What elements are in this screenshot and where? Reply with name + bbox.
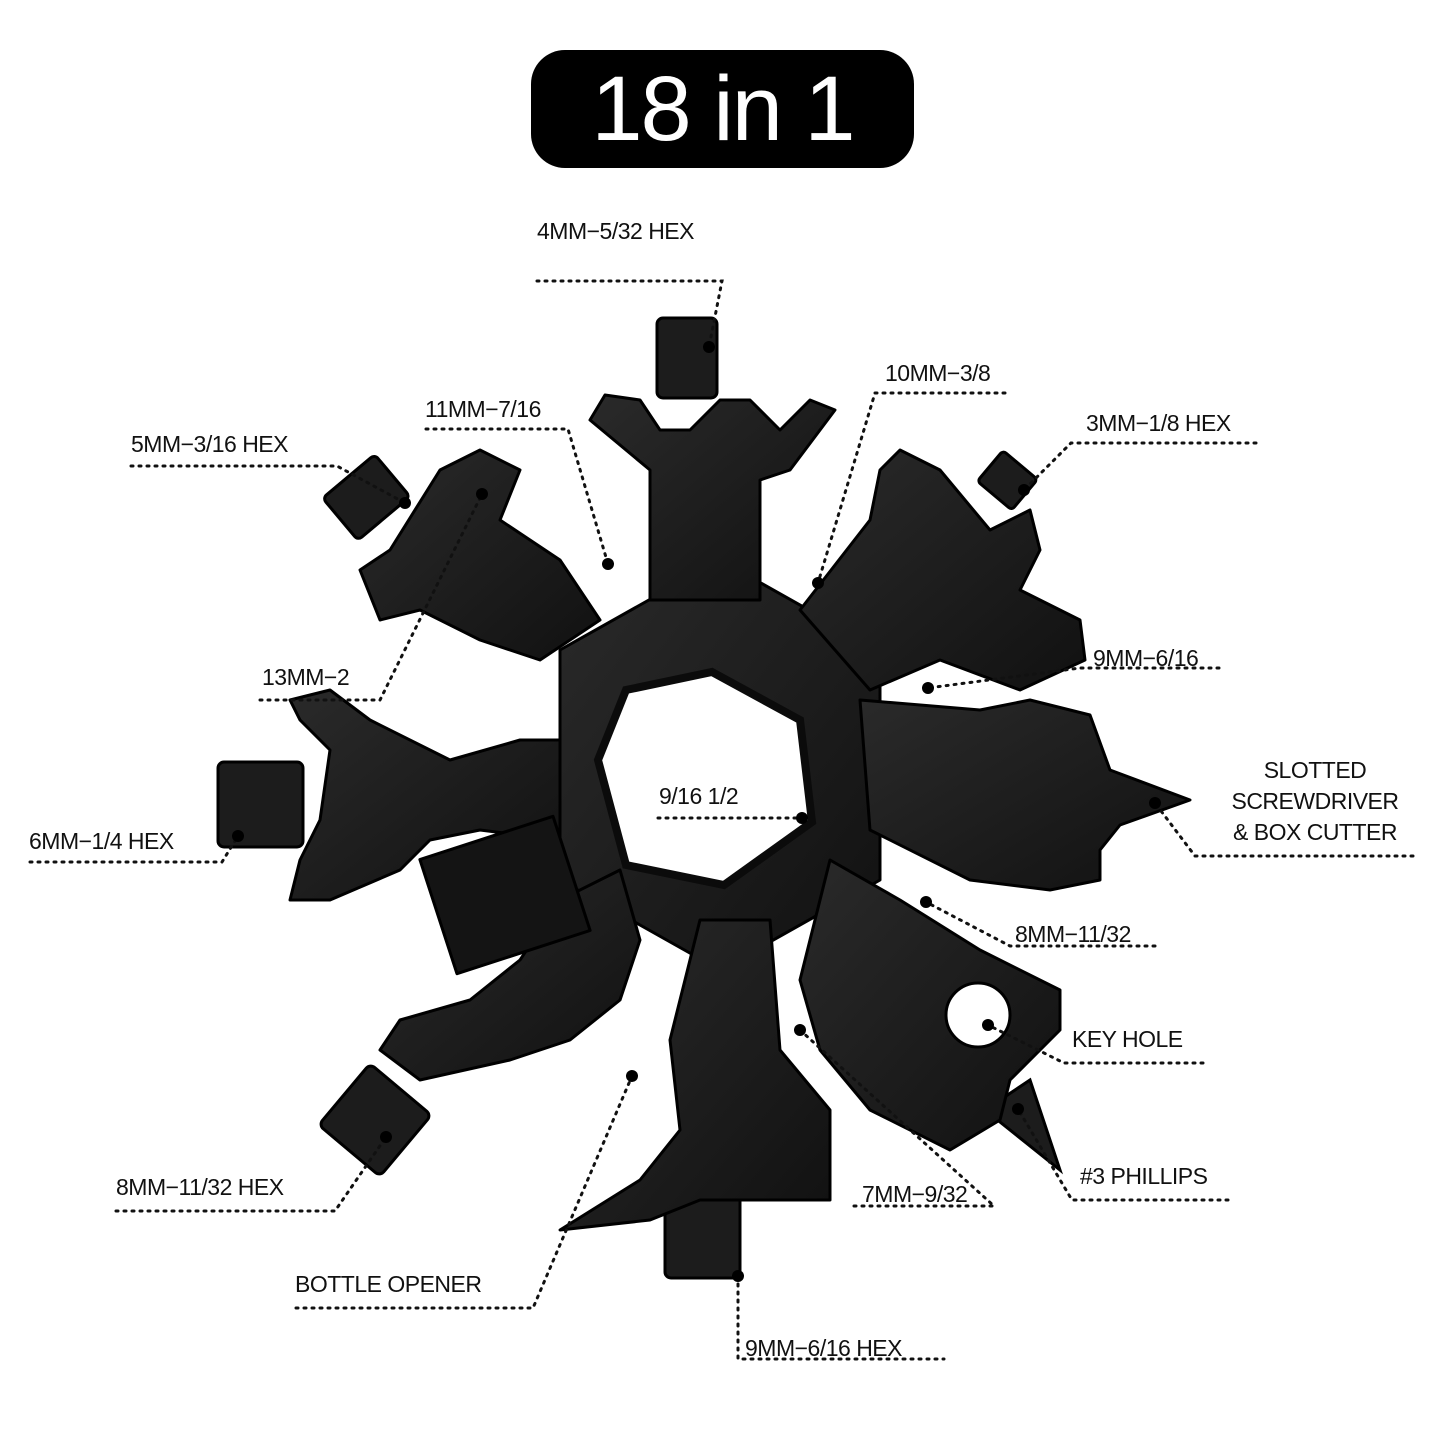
label-center-hex: 9/16 1/2: [659, 783, 739, 809]
label-9mm-wrench: 9MM−6/16: [1093, 645, 1199, 671]
label-3mm-hex: 3MM−1/8 HEX: [1086, 410, 1231, 436]
hex-bit-top-left: [323, 455, 410, 540]
label-8mm-wrench: 8MM−11/32: [1015, 921, 1131, 947]
label-key-hole: KEY HOLE: [1072, 1026, 1183, 1052]
label-5mm-hex: 5MM−3/16 HEX: [131, 431, 289, 457]
label-slotted-line1: SLOTTED: [1263, 757, 1367, 783]
label-7mm-wrench: 7MM−9/32: [862, 1181, 968, 1207]
hex-bit-left: [216, 760, 305, 849]
label-10mm-wrench: 10MM−3/8: [885, 360, 991, 386]
label-8mm-hex: 8MM−11/32 HEX: [116, 1174, 284, 1200]
title-badge: 18 in 1: [531, 50, 914, 168]
label-slotted-screwdriver: SLOTTED SCREWDRIVER & BOX CUTTER: [1210, 755, 1420, 848]
hex-bit-top-right: [977, 450, 1038, 510]
label-9mm-hex: 9MM−6/16 HEX: [745, 1335, 903, 1361]
title-text: 18 in 1: [591, 57, 855, 160]
leader-lines: [28, 279, 1415, 1361]
hex-bit-bottom-left: [319, 1064, 431, 1176]
label-4mm-hex: 4MM−5/32 HEX: [537, 218, 695, 244]
label-bottle-opener: BOTTLE OPENER: [295, 1271, 482, 1297]
label-13mm-wrench: 13MM−2: [262, 664, 350, 690]
key-hole: [944, 981, 1012, 1049]
leader-dots: [232, 341, 1161, 1282]
center-hex-hole: [593, 667, 817, 890]
label-slotted-line3: & BOX CUTTER: [1233, 819, 1397, 845]
label-phillips: #3 PHILLIPS: [1080, 1163, 1208, 1189]
label-slotted-line2: SCREWDRIVER: [1231, 788, 1399, 814]
label-11mm-wrench: 11MM−7/16: [425, 396, 541, 422]
label-6mm-hex: 6MM−1/4 HEX: [29, 828, 174, 854]
hex-bit-top: [655, 316, 719, 400]
